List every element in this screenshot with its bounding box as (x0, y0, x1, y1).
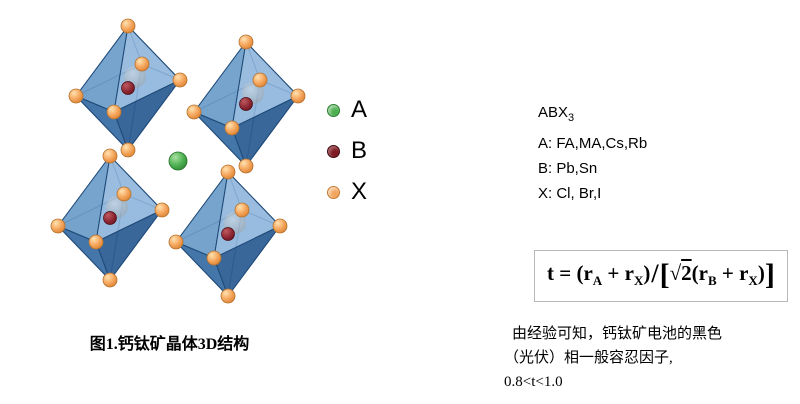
b-site-elements: B: Pb,Sn (538, 160, 598, 177)
legend-label-a: A (351, 96, 368, 123)
a-site-dot-icon (327, 103, 340, 117)
legend-item-x: X (327, 180, 367, 204)
composition-formula: ABX3 (538, 104, 575, 124)
open-bracket: [ (659, 258, 670, 291)
composition-block: ABX3 A: FA,MA,Cs,Rb B: Pb,Sn X: Cl, Br,I (538, 100, 647, 206)
legend-label-b: B (351, 137, 368, 164)
figure-caption: 图1.钙钛矿晶体3D结构 (89, 336, 250, 353)
tolerance-note: 由经验可知，钙钛矿电池的黑色 （光伏）相一般容忍因子, 0.8<t<1.0 (504, 322, 800, 394)
close-bracket: ] (764, 258, 775, 291)
b-site-dot-icon (327, 144, 340, 158)
x-site-elements: X: Cl, Br,I (538, 185, 602, 202)
x-site-dot-icon (327, 185, 340, 199)
note-line-3: 0.8<t<1.0 (504, 374, 563, 390)
tolerance-factor-formula: t = (rA + rX)/[√2(rB + rX)] (534, 250, 788, 302)
a-site-elements: A: FA,MA,Cs,Rb (538, 135, 648, 152)
legend-label-x: X (351, 178, 368, 205)
legend-item-a: A (327, 98, 367, 122)
note-line-1: 由经验可知，钙钛矿电池的黑色 (512, 326, 723, 342)
legend: A B X (327, 98, 367, 204)
legend-item-b: B (327, 139, 367, 163)
a-cation-sphere (168, 151, 188, 171)
square-root: √2 (669, 261, 692, 285)
perovskite-3d-structure-illustration (50, 18, 306, 304)
note-line-2: （光伏）相一般容忍因子, (504, 350, 673, 366)
